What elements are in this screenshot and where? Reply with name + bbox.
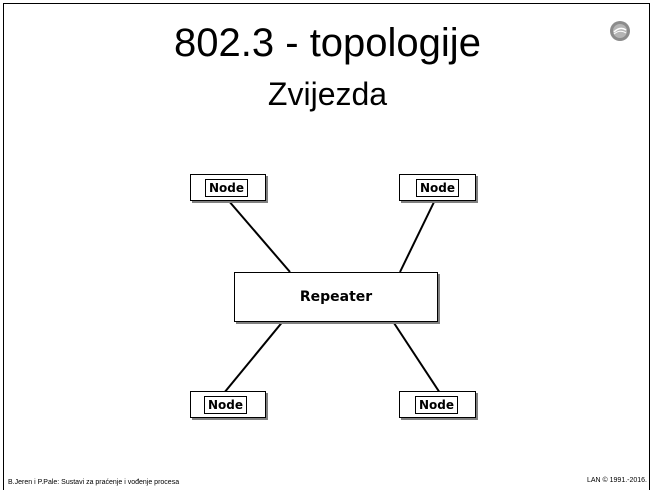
slide-subtitle: Zvijezda	[267, 76, 388, 112]
lss-logo-icon	[610, 21, 630, 41]
node-bottom-right: Node	[399, 391, 476, 418]
node-bottom-left: Node	[190, 391, 266, 418]
slide-frame	[3, 3, 650, 490]
node-top-right: Node	[399, 174, 476, 201]
link-bottom-right	[391, 319, 441, 394]
node-label: Node	[205, 179, 249, 197]
repeater-label: Repeater	[299, 289, 373, 305]
link-top-left	[227, 199, 291, 273]
link-top-right	[399, 199, 436, 273]
repeater-box: Repeater	[234, 272, 438, 322]
node-label: Node	[416, 179, 460, 197]
node-label: Node	[415, 396, 459, 414]
node-label: Node	[204, 396, 248, 414]
node-top-left: Node	[190, 174, 266, 201]
link-bottom-left	[223, 319, 285, 394]
footer-authors: B.Jeren i P.Pale: Sustavi za praćenje i …	[8, 479, 180, 486]
slide-title: 802.3 - topologije	[174, 21, 481, 65]
footer-copyright: LAN © 1991.-2016.	[586, 477, 647, 484]
